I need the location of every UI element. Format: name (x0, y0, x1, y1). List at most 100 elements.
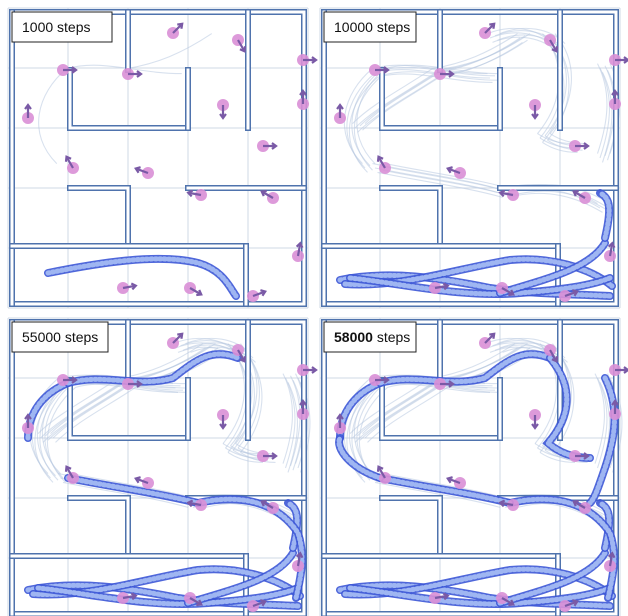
heading-arrow-head (271, 452, 278, 460)
heading-arrow-head (130, 282, 138, 291)
heading-arrow-head (572, 499, 579, 507)
learned-trajectory-stripe (597, 190, 612, 241)
explored-trajectory (502, 346, 568, 363)
heading-arrow-head (24, 413, 32, 420)
heading-arrow-head (311, 366, 318, 374)
heading-arrow (484, 333, 495, 344)
explored-trajectory (45, 380, 126, 437)
heading-arrow-head (551, 356, 559, 363)
explored-trajectory (379, 165, 506, 192)
heading-arrow-head (442, 592, 450, 601)
heading-arrow-head (295, 551, 304, 559)
heading-arrow-head (623, 366, 628, 374)
panel-label-10000: 10000 steps (323, 11, 417, 43)
heading-arrow (377, 466, 386, 479)
learned-trajectory-stripe (377, 351, 553, 386)
explored-trajectory (382, 473, 508, 500)
heading-arrow (296, 243, 302, 257)
heading-arrow (549, 39, 558, 52)
heading-arrow-head (24, 103, 32, 110)
heading-arrow-head (134, 476, 141, 484)
heading-arrow-head (508, 599, 515, 607)
heading-arrow-head (260, 499, 267, 507)
maze-panel-10000-steps (319, 7, 628, 309)
maze-panel-55000-steps (7, 317, 318, 616)
heading-arrow-head (508, 289, 515, 297)
heading-arrow-head (623, 56, 628, 64)
step-unit: steps (373, 19, 410, 35)
learned-trajectories (44, 254, 240, 300)
explored-trajectory (66, 64, 182, 75)
heading-arrow-head (311, 56, 318, 64)
heading-arrow-head (271, 142, 278, 150)
heading-arrow-head (611, 89, 619, 96)
heading-arrow (484, 23, 495, 34)
explored-trajectory (372, 64, 488, 75)
learned-trajectory-stripe (507, 496, 617, 601)
heading-arrow-head (196, 289, 203, 297)
explored-trajectory (494, 344, 561, 361)
explored-trajectory (362, 74, 443, 131)
heading-arrow-head (442, 282, 450, 291)
heading-arrow (65, 156, 74, 169)
explored-trajectories (38, 33, 213, 164)
heading-arrow (377, 156, 386, 169)
heading-arrow (608, 553, 614, 567)
heading-arrow (608, 243, 614, 257)
explored-trajectory (377, 171, 503, 198)
heading-arrow (261, 190, 274, 199)
heading-arrow-head (448, 70, 455, 78)
learned-trajectory-stripe (285, 500, 300, 551)
explored-trajectory (596, 377, 608, 469)
heading-arrow-head (239, 46, 247, 53)
svg-text:1000 steps: 1000 steps (22, 19, 91, 35)
heading-arrow-head (196, 599, 203, 607)
step-count: 58000 (334, 329, 373, 345)
explored-trajectory (42, 386, 124, 443)
maze-walls (321, 9, 619, 307)
heading-arrow (296, 553, 302, 567)
explored-trajectory (282, 373, 293, 464)
explored-trajectory (62, 481, 189, 508)
explored-trajectory (359, 70, 441, 127)
explored-trajectory (52, 382, 134, 439)
heading-arrow (447, 167, 461, 175)
learned-trajectory-stripe (336, 435, 383, 481)
heading-arrow (573, 500, 586, 509)
explored-trajectory (70, 473, 196, 500)
heading-arrow-head (295, 241, 304, 249)
goal-markers (22, 332, 318, 612)
heading-arrow (172, 333, 183, 344)
explored-trajectory (227, 451, 264, 463)
heading-arrow-head (130, 592, 138, 601)
explored-trajectory (542, 42, 565, 143)
maze-wall-highlight (380, 378, 502, 440)
heading-arrow-head (64, 465, 72, 472)
heading-arrow (252, 600, 266, 608)
heading-arrow-head (260, 599, 267, 607)
learned-trajectory-stripe (195, 496, 305, 601)
heading-arrow-head (376, 155, 384, 162)
explored-trajectory (552, 352, 575, 453)
panel-label-58000: 58000 steps (323, 321, 417, 353)
heading-arrow (135, 477, 149, 485)
heading-arrow (189, 287, 202, 296)
explored-trajectory (359, 384, 441, 441)
explored-trajectory (38, 68, 68, 164)
explored-trajectory (594, 373, 605, 464)
heading-arrow (434, 594, 448, 600)
heading-arrow (564, 290, 578, 298)
heading-arrow-head (186, 499, 194, 508)
heading-arrow (237, 39, 246, 52)
explored-trajectory (126, 33, 213, 70)
step-count: 55000 (22, 329, 61, 345)
explored-trajectory (130, 343, 216, 380)
heading-arrow (189, 597, 202, 606)
maze-wall-highlight (68, 68, 190, 130)
learned-trajectory-stripe (497, 550, 608, 606)
heading-arrow (501, 597, 514, 606)
explored-trajectory (46, 386, 76, 483)
learned-trajectories (24, 350, 306, 610)
goal-markers (22, 22, 318, 302)
